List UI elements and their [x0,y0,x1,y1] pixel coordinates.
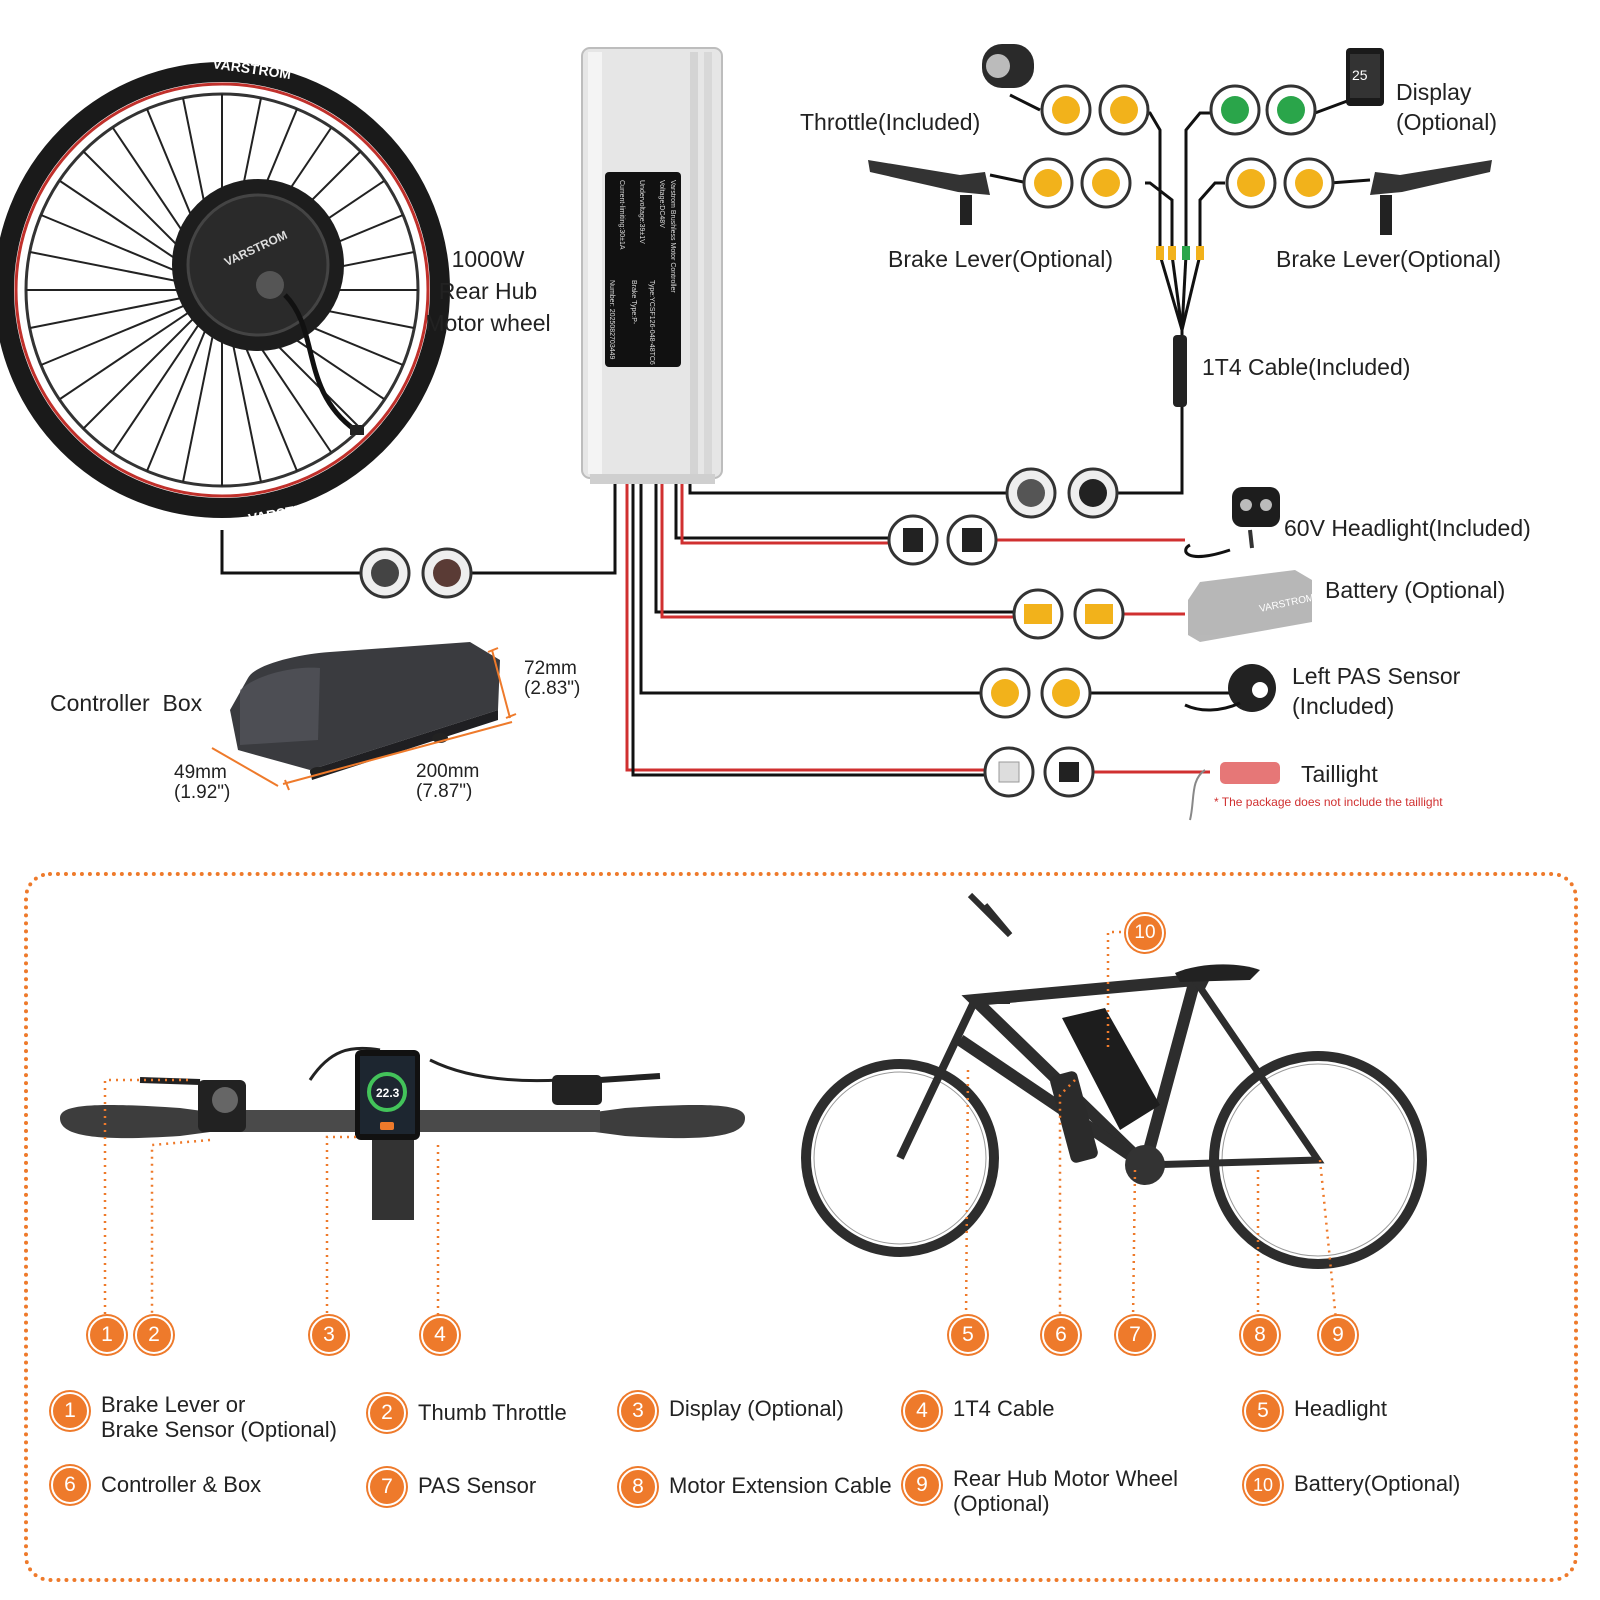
brake-lever-left-label: Brake Lever(Optional) [888,246,1113,272]
dimension-length: 200mm(7.87") [416,761,480,802]
headlight-image [1184,487,1280,558]
brake-lever-right-image [1370,160,1492,235]
svg-text:Varstrom Brushless Motor Contr: Varstrom Brushless Motor Controller [669,180,676,293]
callout-10: 10 [1126,914,1164,952]
callout-1: 1 [88,1316,126,1354]
1t4-main-wire [688,484,1010,495]
taillight-image [1189,762,1280,821]
callout-9: 9 [1319,1316,1357,1354]
callout-8: 8 [1241,1316,1279,1354]
svg-text:Voltage:DC48V: Voltage:DC48V [658,180,665,228]
pas-sensor-image [1184,664,1276,712]
headlight-label: 60V Headlight(Included) [1284,515,1531,541]
1t4-cable-label: 1T4 Cable(Included) [1202,354,1411,380]
display-label: Display (Optional) [1396,79,1497,135]
battery-label: Battery (Optional) [1325,577,1506,603]
callout-3: 3 [310,1316,348,1354]
wiring-diagram: VARSTROM VARSTROM VARSTROM Varstrom Brus… [0,44,1492,821]
legend-item-8: 8 Motor Extension Cable [619,1468,892,1506]
display-speed: 22.3 [376,1086,400,1100]
controller-box-label: Controller Box [50,690,203,716]
brake-lever-right-label: Brake Lever(Optional) [1276,246,1501,272]
controller-box-image [230,642,500,780]
callout-4: 4 [421,1316,459,1354]
callout-7: 7 [1116,1316,1154,1354]
legend-item-7: 7 PAS Sensor [368,1468,536,1506]
legend-item-6: 6 Controller & Box [51,1466,261,1504]
callout-2: 2 [135,1316,173,1354]
connector-set [359,84,1335,798]
svg-text:Current-limiting:30±1A: Current-limiting:30±1A [618,180,625,250]
display-image: 25 [1346,48,1384,106]
legend-item-9: 9 Rear Hub Motor Wheel(Optional) [903,1466,1178,1516]
legend-item-2: 2 Thumb Throttle [368,1394,567,1432]
dimension-height: 72mm(2.83") [524,658,581,699]
svg-text:Number: 2025082703449: Number: 2025082703449 [608,280,615,360]
callout-5: 5 [949,1316,987,1354]
bike-photos: 22.3 [60,892,1427,1321]
taillight-label: Taillight [1301,761,1378,787]
dimension-width: 49mm(1.92") [174,762,231,803]
legend-item-5: 5 Headlight [1244,1392,1387,1430]
legend-item-4: 4 1T4 Cable [903,1392,1055,1430]
motor-extension-wire [470,484,617,575]
throttle-image [982,44,1034,88]
pas-sensor-label: Left PAS Sensor (Included) [1292,663,1461,719]
throttle-label: Throttle(Included) [800,109,981,135]
legend-panel [24,872,1578,1582]
battery-image: VARSTROM [1188,570,1315,642]
motor-wheel-label: 1000W Rear Hub Motor wheel [425,246,551,336]
svg-text:Brake Type:P-: Brake Type:P- [630,280,637,325]
motor-controller-image [581,47,723,484]
brake-lever-left-image [868,160,990,225]
callout-6: 6 [1042,1316,1080,1354]
controller-label-plate: Varstrom Brushless Motor Controller Volt… [608,180,676,365]
svg-text:Undervoltage:39±1V: Undervoltage:39±1V [638,180,645,244]
taillight-note: * The package does not include the taill… [1214,795,1443,809]
svg-text:25: 25 [1352,67,1368,83]
legend-item-10: 10 Battery(Optional) [1244,1466,1460,1504]
legend-item-3: 3 Display (Optional) [619,1392,844,1430]
svg-text:Type:YCSF126-048-48TC6: Type:YCSF126-048-48TC6 [648,280,655,365]
rear-hub-motor-wheel-image [0,62,450,518]
handlebar-display: 22.3 [355,1050,420,1140]
